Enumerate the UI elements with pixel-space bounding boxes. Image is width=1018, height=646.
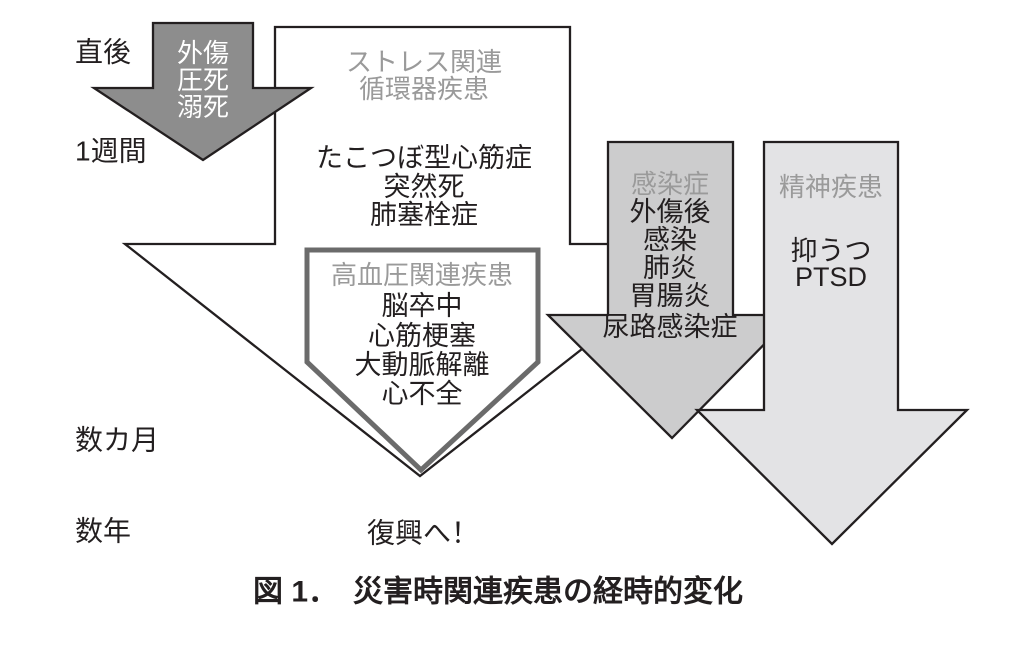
stress-item-pulmonary-embolism: 肺塞栓症 <box>370 200 478 230</box>
infection-header: 感染症 <box>631 169 709 199</box>
figure-caption: 図 1． 災害時関連疾患の経時的変化 <box>253 575 743 609</box>
recovery-label: 復興へ！ <box>367 518 479 549</box>
infection-item-posttrauma: 外傷後 <box>630 197 711 227</box>
infection-item-uti: 尿路感染症 <box>603 312 738 342</box>
stress-item-sudden-death: 突然死 <box>384 172 465 202</box>
timeline-label-years: 数年 <box>75 516 131 547</box>
mental-item-ptsd: PTSD <box>795 262 867 292</box>
mental-item-depression: 抑うつ <box>791 236 872 266</box>
infection-arrow-shape <box>545 140 796 440</box>
stress-item-takotsubo: たこつぼ型心筋症 <box>316 143 532 173</box>
timeline-label-one-week: 1週間 <box>75 136 147 167</box>
acute-arrow-line-drowning: 溺死 <box>177 92 229 122</box>
hypertension-item-dissection: 大動脈解離 <box>355 350 490 380</box>
timeline-label-immediate: 直後 <box>75 37 131 68</box>
acute-arrow-shape <box>90 21 315 162</box>
hypertension-pentagon-shape <box>304 247 541 474</box>
infection-item-pneumonia: 肺炎 <box>643 253 697 283</box>
hypertension-header: 高血圧関連疾患 <box>331 260 513 290</box>
timeline-label-months: 数カ月 <box>75 425 159 456</box>
acute-arrow-line-trauma: 外傷 <box>177 38 229 68</box>
infection-item-gastroenteritis: 胃腸炎 <box>630 281 711 311</box>
acute-arrow-line-crush: 圧死 <box>177 65 229 95</box>
hypertension-item-stroke: 脳卒中 <box>382 291 463 321</box>
infection-item-infection: 感染 <box>643 225 697 255</box>
stress-arrow-header-line1: ストレス関連 <box>346 47 502 77</box>
hypertension-item-heart-failure: 心不全 <box>382 379 463 409</box>
mental-header: 精神疾患 <box>779 172 883 202</box>
hypertension-item-mi: 心筋梗塞 <box>368 321 476 351</box>
mental-arrow-shape <box>694 140 970 546</box>
stress-arrow-header-line2: 循環器疾患 <box>359 74 489 104</box>
